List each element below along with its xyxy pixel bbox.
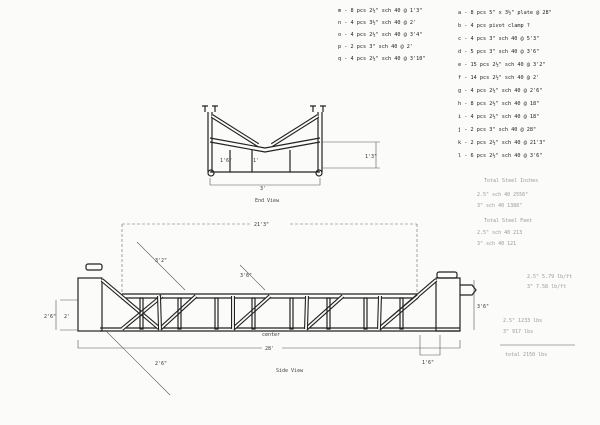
truss-vertical [251, 297, 256, 330]
truss-vertical [177, 297, 182, 330]
note-total-feet: Total Steel Feet [484, 218, 532, 224]
truss-diagonal [305, 295, 308, 330]
end-inner-dim-2: 1' [253, 158, 259, 164]
end-height-dim: 1'3" [365, 154, 377, 160]
part-p: p - 2 pcs 3" sch 40 @ 2' [338, 44, 413, 50]
truss-vertical [214, 297, 219, 330]
part-m: m - 8 pcs 2½" sch 40 @ 1'3" [338, 7, 422, 14]
end-inner-dim-1: 1'6" [220, 158, 232, 164]
part-e: e - 15 pcs 2½" sch 40 @ 3'2" [458, 61, 545, 68]
steel-totals-notes: Total Steel Inches 2.5" sch 40 2556" 3" … [477, 178, 575, 358]
truss-members [100, 278, 438, 331]
part-o: o - 4 pcs 2½" sch 40 @ 3'4" [338, 31, 422, 38]
part-h: h - 8 pcs 2½" sch 40 @ 18" [458, 100, 539, 107]
truss-vertical [399, 297, 404, 330]
parts-list-left: m - 8 pcs 2½" sch 40 @ 1'3" n - 4 pcs 3½… [338, 7, 425, 62]
end-view-caption: End View [255, 198, 280, 204]
end-view: 1'3" 1'6" 1' 3' End View [202, 105, 380, 204]
truss-diagonal [158, 295, 161, 330]
note-inches-25: 2.5" sch 40 2556" [477, 192, 528, 198]
truss-vertical [326, 297, 331, 330]
diag-dim-3: 2'6" [155, 361, 167, 367]
note-lbs-25: 2.5" 1233 lbs [503, 318, 542, 324]
end-width-dim: 3' [260, 186, 266, 192]
diag-dim-1: 3'2" [155, 258, 167, 264]
truss-vertical [289, 297, 294, 330]
parts-list-right: a - 8 pcs 5" x 3½" plate @ 28" b - 4 pcs… [458, 9, 552, 159]
span-dim: 21'3" [254, 222, 269, 228]
part-d: d - 5 pcs 3" sch 40 @ 3'6" [458, 49, 539, 55]
truss-diagonal [305, 295, 344, 330]
note-inches-3: 3" sch 40 1388" [477, 203, 522, 209]
part-c: c - 4 pcs 3" sch 40 @ 5'3" [458, 36, 539, 42]
part-f: f - 14 pcs 2½" sch 40 @ 2' [458, 74, 539, 81]
note-total-inches: Total Steel Inches [484, 178, 538, 184]
side-view-caption: Side View [276, 368, 304, 374]
part-a: a - 8 pcs 5" x 3½" plate @ 28" [458, 9, 552, 16]
diag-dim-2: 3'6" [240, 273, 252, 279]
truss-vertical [139, 297, 144, 330]
note-feet-3: 3" sch 40 121 [477, 241, 516, 247]
truss-diagonal [378, 295, 419, 330]
part-j: j - 2 pcs 3" sch 40 @ 28" [458, 127, 536, 133]
part-l: l - 6 pcs 2½" sch 40 @ 3'6" [458, 152, 542, 159]
left-inner-height-dim: 2' [64, 314, 70, 320]
note-total-lbs: total 2150 lbs [505, 352, 547, 358]
part-b: b - 4 pcs pivot clamp ? [458, 23, 530, 29]
note-weight-25: 2.5" 5.79 lb/ft [527, 274, 572, 280]
part-i: i - 4 pcs 2½" sch 40 @ 18" [458, 113, 539, 120]
truss-diagonal [378, 295, 381, 330]
truss-diagonal [121, 295, 163, 330]
right-height-dim: 3'6" [477, 304, 489, 310]
part-k: k - 2 pcs 2½" sch 40 @ 21'3" [458, 139, 545, 146]
note-lbs-3: 3" 917 lbs [503, 329, 533, 335]
note-weight-3: 3" 7.58 lb/ft [527, 284, 566, 290]
truss-vertical [363, 297, 368, 330]
end-dim: 1'6" [422, 360, 434, 366]
overall-dim: 28' [265, 346, 274, 352]
truss-diagonal [101, 279, 161, 330]
left-height-dim: 2'6" [44, 314, 56, 320]
part-g: g - 4 pcs 2½" sch 40 @ 2'6" [458, 87, 542, 94]
note-feet-25: 2.5" sch 40 213 [477, 230, 522, 236]
part-q: q - 4 pcs 2½" sch 40 @ 3'10" [338, 55, 425, 62]
part-n: n - 4 pcs 3½" sch 40 @ 2' [338, 19, 416, 26]
center-label: center [262, 332, 280, 338]
side-view: 21'3" 2'6" 2' 3'6" 28' center 3'2" 3'6" … [44, 222, 489, 396]
